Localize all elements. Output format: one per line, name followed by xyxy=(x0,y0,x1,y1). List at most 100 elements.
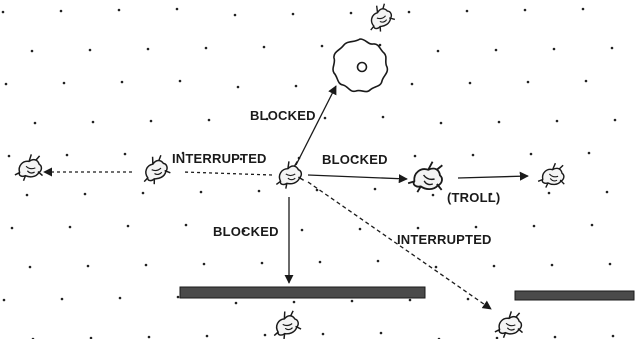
grid-dot xyxy=(532,224,536,228)
grid-dot xyxy=(416,226,420,230)
grid-dot xyxy=(262,45,266,49)
grid-dot xyxy=(4,82,8,86)
grid-dot xyxy=(315,188,319,192)
grid-dot xyxy=(466,297,470,301)
grid-dot xyxy=(408,298,412,302)
grid-dot xyxy=(91,120,95,124)
grid-dot xyxy=(320,44,324,48)
grid-dot xyxy=(10,226,14,230)
grid-dot xyxy=(68,225,72,229)
label-blocked-right: BLOCKED xyxy=(322,152,388,167)
grid-dot xyxy=(581,7,585,11)
label-troll: (TROLL) xyxy=(447,190,500,205)
grid-dot xyxy=(350,299,354,303)
grid-dot xyxy=(431,193,435,197)
grid-dot xyxy=(236,85,240,89)
grid-dot xyxy=(233,13,237,17)
grid-dot xyxy=(59,9,63,13)
arrow-right-troll xyxy=(457,171,529,181)
grid-dot xyxy=(407,10,411,14)
label-blocked-down: BLOCKED xyxy=(213,224,279,239)
grid-dot xyxy=(590,223,594,227)
grid-dot xyxy=(489,192,493,196)
grid-dot xyxy=(120,80,124,84)
grid-dot xyxy=(205,334,209,338)
grid-dot xyxy=(292,300,296,304)
grid-dot xyxy=(239,157,243,161)
creature-bottom xyxy=(271,309,303,339)
grid-dot xyxy=(529,152,533,156)
grid-dot xyxy=(88,48,92,52)
grid-dot xyxy=(263,333,267,337)
grid-dot xyxy=(147,335,151,339)
grid-dot xyxy=(294,84,298,88)
grid-dot xyxy=(234,301,238,305)
grid-dot xyxy=(318,260,322,264)
grid-dot xyxy=(379,331,383,335)
grid-dot xyxy=(178,79,182,83)
grid-dot xyxy=(434,265,438,269)
grid-dot xyxy=(257,189,261,193)
grid-dot xyxy=(552,47,556,51)
grid-dot xyxy=(117,8,121,12)
grid-dot xyxy=(526,80,530,84)
grid-dot xyxy=(25,193,29,197)
arrow-right-blocked xyxy=(307,174,408,184)
grid-dot xyxy=(349,11,353,15)
grid-dot xyxy=(587,151,591,155)
grid-dot xyxy=(141,191,145,195)
grid-dot xyxy=(471,153,475,157)
grid-dot xyxy=(260,261,264,265)
grid-dot xyxy=(181,151,185,155)
grid-dot xyxy=(33,121,37,125)
grid-dot xyxy=(176,295,180,299)
creature-troll xyxy=(405,155,451,201)
grid-dot xyxy=(144,263,148,267)
grid-dot xyxy=(605,190,609,194)
grid-dot xyxy=(60,297,64,301)
grid-dot xyxy=(610,46,614,50)
grid-dot xyxy=(265,117,269,121)
grid-dot xyxy=(378,43,382,47)
grid-dot xyxy=(381,115,385,119)
creature-left-mid xyxy=(139,153,173,187)
grid-dot xyxy=(474,225,478,229)
creature-center xyxy=(275,160,305,190)
grid-dot xyxy=(62,81,66,85)
grid-dot xyxy=(495,336,499,339)
grid-dot xyxy=(28,265,32,269)
grid-dot xyxy=(613,118,617,122)
grid-dot xyxy=(550,263,554,267)
grid-dot xyxy=(65,153,69,157)
arrow-diagonal-interrupted xyxy=(307,181,492,310)
grid-dot xyxy=(321,332,325,336)
label-blocked-up: BLOCKED xyxy=(250,108,316,123)
grid-dot xyxy=(376,259,380,263)
grid-dot xyxy=(410,82,414,86)
grid-dot xyxy=(242,229,246,233)
grid-dot xyxy=(547,191,551,195)
grid-dot xyxy=(300,228,304,232)
grid-dot xyxy=(83,192,87,196)
wall-bar-left xyxy=(179,286,426,299)
grid-dot xyxy=(413,154,417,158)
grid-dot xyxy=(439,121,443,125)
grid-dot xyxy=(149,119,153,123)
grid-dot xyxy=(118,296,122,300)
grid-dot xyxy=(123,152,127,156)
grid-dot xyxy=(1,10,5,14)
creature-left-far xyxy=(13,151,47,185)
grid-dot xyxy=(492,264,496,268)
grid-dot xyxy=(184,223,188,227)
arrow-up-blocked xyxy=(295,85,337,166)
arrow-left-interrupted-near xyxy=(182,171,273,176)
grid-dot xyxy=(89,336,93,339)
grid-dot xyxy=(199,190,203,194)
creature-top xyxy=(364,1,398,35)
cloud-obstacle xyxy=(332,38,389,93)
label-interrupted-diagonal: INTERRUPTED xyxy=(397,232,492,247)
grid-dot xyxy=(323,116,327,120)
grid-dot xyxy=(373,187,377,191)
grid-dot xyxy=(146,47,150,51)
